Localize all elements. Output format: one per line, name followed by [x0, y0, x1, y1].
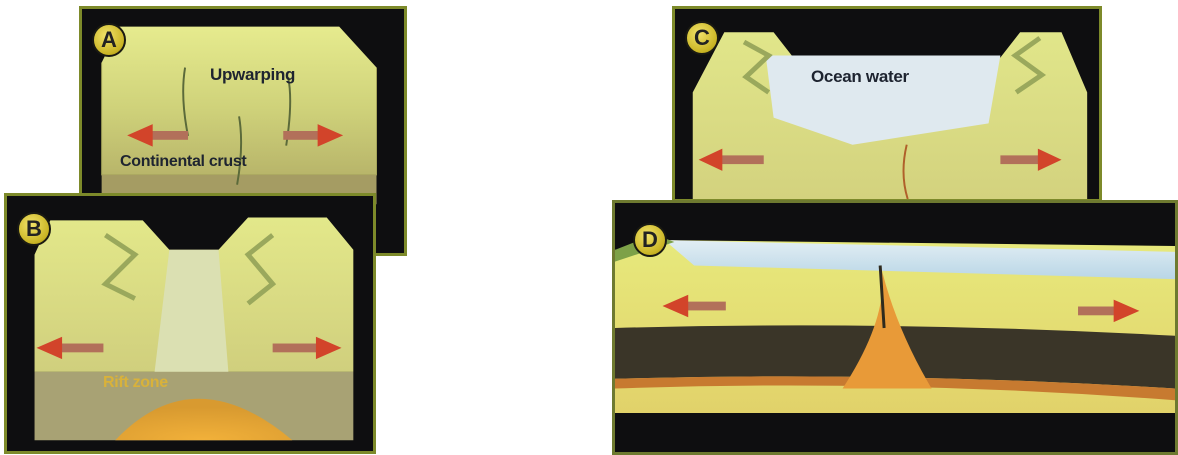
panel-c-ocean-water: C Ocean water: [672, 6, 1102, 202]
rift-zone-illustration: [7, 196, 373, 451]
ocean-water-illustration: [675, 9, 1099, 199]
panel-b-badge: B: [17, 212, 51, 246]
panel-d-badge: D: [633, 223, 667, 257]
continental-crust-label: Continental crust: [120, 153, 246, 171]
upwarping-label: Upwarping: [210, 65, 295, 85]
panel-b-rift-zone: B Rift zone: [4, 193, 376, 454]
panel-a-badge: A: [92, 23, 126, 57]
panel-d-ocean-basin: D: [612, 200, 1178, 455]
ocean-water-label: Ocean water: [811, 67, 909, 87]
panel-c-badge: C: [685, 21, 719, 55]
rift-zone-label: Rift zone: [103, 374, 168, 392]
ocean-basin-illustration: [615, 203, 1175, 452]
